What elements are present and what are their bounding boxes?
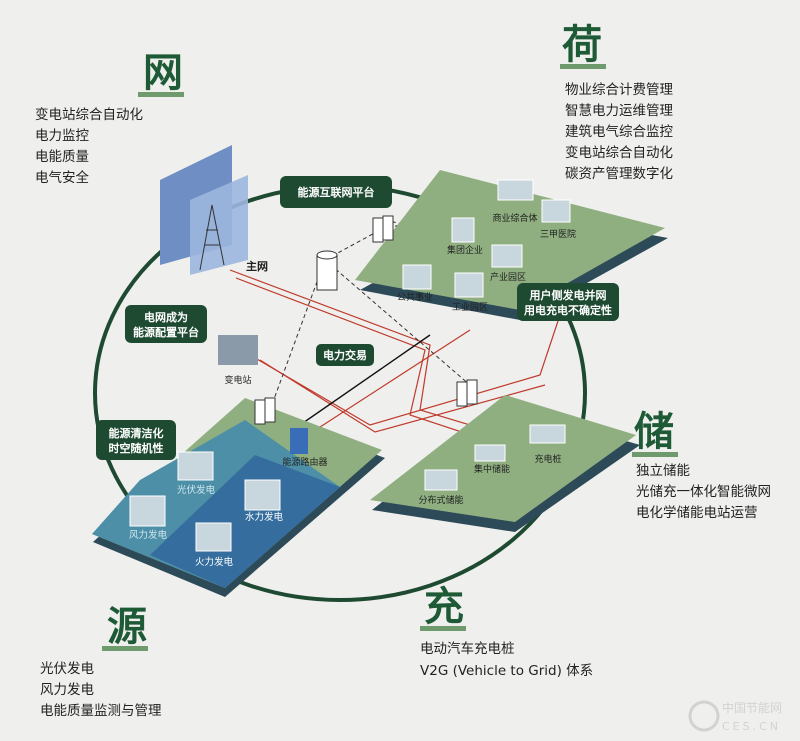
load-item: 建筑电气综合监控: [565, 124, 673, 140]
trading-box: 电力交易: [316, 344, 374, 366]
grid-title: 网: [143, 50, 183, 96]
load-section: 荷 物业综合计费管理 智慧电力运维管理 建筑电气综合监控 变电站综合自动化 碳资…: [560, 22, 673, 182]
load-label: 产业园区: [490, 271, 526, 283]
grid-item: 电力监控: [35, 128, 89, 144]
load-label: 商业综合体: [492, 212, 537, 224]
load-label: 公共事业: [397, 291, 433, 303]
charge-section: 充 电动汽车充电桩 V2G (Vehicle to Grid) 体系: [420, 584, 593, 679]
load-label: 集团企业: [447, 244, 483, 256]
load-item: 物业综合计费管理: [565, 82, 673, 98]
storage-item: 独立储能: [636, 463, 690, 479]
load-item: 变电站综合自动化: [565, 145, 673, 161]
grid-section: 网 变电站综合自动化 电力监控 电能质量 电气安全: [35, 50, 184, 186]
svg-text:能源配置平台: 能源配置平台: [133, 325, 199, 339]
svg-text:电网成为: 电网成为: [144, 310, 188, 324]
charge-item: 电动汽车充电桩: [420, 640, 515, 657]
svg-text:用户侧发电并网: 用户侧发电并网: [530, 288, 607, 302]
storage-item: 电化学储能电站运营: [636, 505, 758, 521]
svg-text:时空随机性: 时空随机性: [109, 441, 164, 455]
charge-title: 充: [424, 584, 464, 630]
storage-label: 集中储能: [474, 463, 510, 475]
data-server-icon: [254, 215, 478, 425]
svg-text:用电充电不确定性: 用电充电不确定性: [524, 303, 612, 317]
main-grid-label: 主网: [246, 259, 268, 273]
grid-item: 电能质量: [35, 149, 89, 165]
load-label: 工业园区: [452, 302, 488, 313]
svg-text:能源互联网平台: 能源互联网平台: [298, 185, 375, 199]
source-label: 光伏发电: [177, 484, 216, 496]
load-item: 智慧电力运维管理: [565, 103, 673, 119]
substation-image: [218, 335, 258, 365]
svg-text:能源清洁化: 能源清洁化: [109, 426, 164, 440]
energy-router-icon: [290, 428, 308, 454]
storage-title: 储: [634, 409, 674, 455]
watermark-logo: 中国节能网 CES.CN: [688, 700, 782, 733]
router-label: 能源路由器: [282, 456, 327, 468]
grid-item: 变电站综合自动化: [35, 107, 143, 123]
clean-energy-box: 能源清洁化 时空随机性: [96, 420, 176, 460]
load-label: 三甲医院: [540, 228, 576, 240]
source-title: 源: [107, 604, 147, 650]
source-label: 风力发电: [129, 529, 168, 541]
platform-box: 能源互联网平台: [280, 176, 392, 208]
grid-item: 电气安全: [35, 169, 89, 186]
load-title: 荷: [562, 22, 602, 68]
charge-item: V2G (Vehicle to Grid) 体系: [420, 663, 593, 679]
source-item: 电能质量监测与管理: [40, 703, 162, 719]
source-item: 光伏发电: [40, 661, 94, 677]
source-label: 火力发电: [195, 556, 234, 568]
storage-section: 储 独立储能 光储充一体化智能微网 电化学储能电站运营: [632, 409, 771, 521]
trade-arrow: [299, 334, 431, 426]
storage-item: 光储充一体化智能微网: [636, 484, 771, 500]
svg-text:电力交易: 电力交易: [323, 348, 367, 362]
svg-text:CES.CN: CES.CN: [722, 720, 781, 733]
user-side-box: 用户侧发电并网 用电充电不确定性: [517, 283, 619, 321]
source-item: 风力发电: [40, 682, 94, 698]
source-section: 源 光伏发电 风力发电 电能质量监测与管理: [40, 604, 162, 719]
power-lines: [229, 269, 561, 449]
grid-config-box: 电网成为 能源配置平台: [125, 305, 207, 343]
source-platform: [92, 398, 385, 597]
storage-label: 分布式储能: [418, 494, 463, 506]
power-grid-image: [160, 145, 248, 275]
substation-label: 变电站: [224, 374, 251, 386]
source-label: 水力发电: [245, 511, 284, 523]
load-item: 碳资产管理数字化: [565, 166, 673, 182]
svg-text:中国节能网: 中国节能网: [722, 700, 782, 715]
storage-label: 充电桩: [534, 453, 561, 465]
facility-images: [129, 179, 571, 552]
